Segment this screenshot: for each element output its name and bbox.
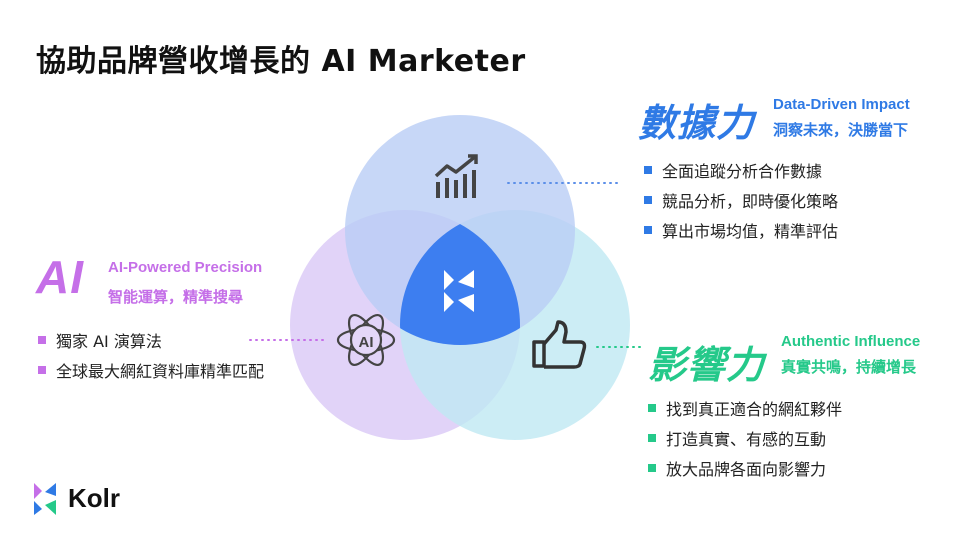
list-item: 競品分析，即時優化策略 bbox=[644, 185, 838, 215]
ai-en-label: AI-Powered Precision bbox=[108, 259, 263, 276]
ai-heading: AI bbox=[36, 251, 84, 303]
bullet-icon bbox=[648, 434, 656, 442]
influence-en-label: Authentic Influence bbox=[781, 333, 921, 350]
ai-list: 獨家 AI 演算法 全球最大網紅資料庫精準匹配 bbox=[38, 325, 264, 385]
list-item: 打造真實、有感的互動 bbox=[648, 423, 842, 453]
kolr-logo-icon bbox=[34, 483, 56, 515]
bullet-icon bbox=[644, 166, 652, 174]
list-item: 算出市場均值，精準評估 bbox=[644, 215, 838, 245]
list-item-text: 算出市場均值，精準評估 bbox=[662, 222, 839, 241]
list-item-text: 找到真正適合的網紅夥伴 bbox=[666, 400, 843, 419]
influence-heading: 影響力 bbox=[648, 343, 766, 387]
page-title: 協助品牌營收增長的 AI Marketer bbox=[36, 44, 526, 79]
ai-atom-label: AI bbox=[359, 334, 374, 351]
influence-zh-label: 真實共鳴，持續增長 bbox=[781, 358, 917, 376]
bullet-icon bbox=[648, 464, 656, 472]
list-item: 獨家 AI 演算法 bbox=[38, 325, 264, 355]
bullet-icon bbox=[38, 336, 46, 344]
data-en-label: Data-Driven Impact bbox=[773, 96, 910, 113]
list-item-text: 全球最大網紅資料庫精準匹配 bbox=[56, 362, 265, 381]
chart-icon bbox=[434, 154, 478, 198]
kolr-center-logo bbox=[444, 270, 474, 312]
bullet-icon bbox=[644, 226, 652, 234]
list-item-text: 放大品牌各面向影響力 bbox=[666, 460, 827, 479]
list-item: 全面追蹤分析合作數據 bbox=[644, 155, 838, 185]
list-item: 放大品牌各面向影響力 bbox=[648, 453, 842, 483]
list-item-text: 競品分析，即時優化策略 bbox=[662, 192, 839, 211]
ai-atom-icon bbox=[336, 314, 396, 366]
data-list: 全面追蹤分析合作數據 競品分析，即時優化策略 算出市場均值，精準評估 bbox=[644, 155, 838, 245]
center-intersection bbox=[400, 210, 520, 345]
logo-text: Kolr bbox=[68, 482, 120, 513]
list-item-text: 獨家 AI 演算法 bbox=[56, 332, 162, 351]
list-item: 全球最大網紅資料庫精準匹配 bbox=[38, 355, 264, 385]
bullet-icon bbox=[644, 196, 652, 204]
ai-zh-label: 智能運算，精準搜尋 bbox=[108, 288, 244, 306]
list-item: 找到真正適合的網紅夥伴 bbox=[648, 393, 842, 423]
data-zh-label: 洞察未來，決勝當下 bbox=[773, 121, 909, 139]
bullet-icon bbox=[38, 366, 46, 374]
logo-spacer bbox=[32, 480, 60, 516]
brand-logo: Kolr bbox=[32, 480, 120, 516]
list-item-text: 全面追蹤分析合作數據 bbox=[662, 162, 823, 181]
thumbs-up-icon bbox=[532, 320, 587, 369]
influence-list: 找到真正適合的網紅夥伴 打造真實、有感的互動 放大品牌各面向影響力 bbox=[648, 393, 842, 483]
list-item-text: 打造真實、有感的互動 bbox=[666, 430, 827, 449]
data-heading: 數據力 bbox=[638, 101, 756, 145]
bullet-icon bbox=[648, 404, 656, 412]
